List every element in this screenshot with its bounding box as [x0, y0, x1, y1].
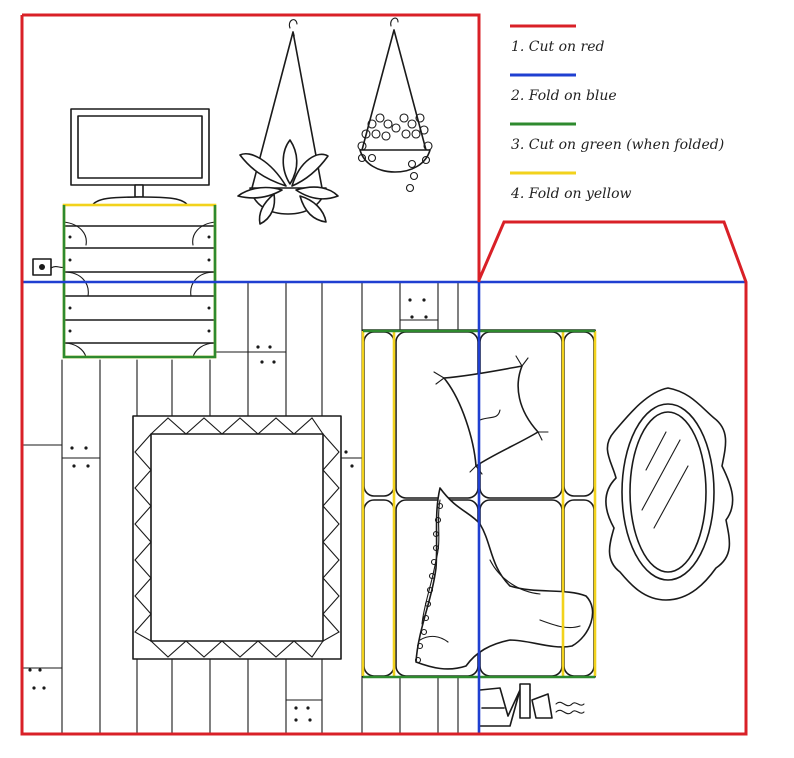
legend-label-fold-yellow: 4. Fold on yellow	[510, 186, 632, 202]
cushion-icon	[433, 355, 549, 475]
legend-label-cut-green: 3. Cut on green (when folded)	[511, 137, 724, 153]
hanging-plant-right-icon	[357, 17, 433, 193]
wall-socket-icon	[32, 258, 67, 276]
lamp-icon	[479, 683, 585, 727]
legend-label-cut-red: 1. Cut on red	[511, 39, 604, 55]
legend: 1. Cut on red 2. Fold on blue 3. Cut on gr…	[510, 24, 724, 202]
hanging-plant-left-icon	[237, 19, 339, 225]
legend-label-fold-blue: 2. Fold on blue	[510, 88, 617, 104]
mirror-icon	[605, 387, 734, 601]
cut-red-outline	[20, 13, 748, 736]
tv-icon	[70, 108, 210, 207]
fold-blue-lines	[22, 280, 746, 734]
rug-icon	[132, 415, 342, 660]
blanket-icon	[414, 487, 594, 670]
